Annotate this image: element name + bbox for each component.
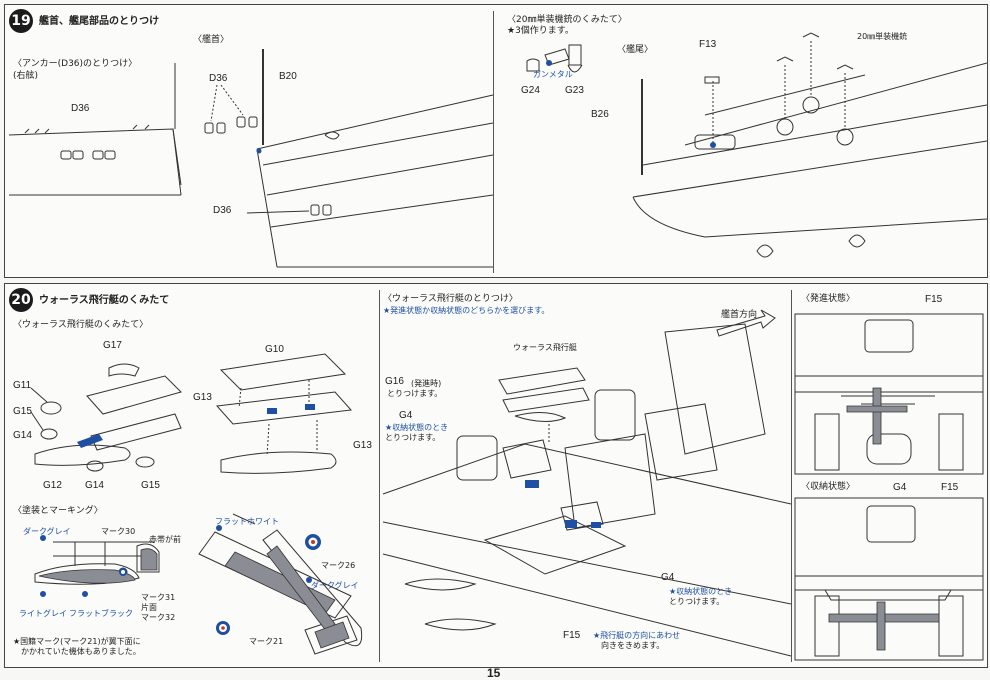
label-g23: G23 (565, 85, 584, 96)
walrus-side-view-icon (34, 541, 160, 585)
label-g13-b: G13 (353, 440, 372, 451)
bow-heading: 〈艦首〉 (193, 35, 230, 45)
launch-heading: 〈発進状態〉 (801, 294, 856, 304)
panel-divider (379, 290, 380, 662)
paint-mark32: マーク32 (141, 613, 176, 622)
label-g24: G24 (521, 85, 540, 96)
step20-illustration (30, 309, 984, 661)
label-g16: G16 (385, 376, 404, 387)
mount-heading: 〈ウォーラス飛行艇のとりつけ〉 (383, 294, 518, 304)
aa-gun-label: 20㎜単装機銃 (857, 32, 908, 41)
label-g10: G10 (265, 344, 284, 355)
assembly-heading: 〈ウォーラス飛行艇のくみたて〉 (13, 320, 149, 330)
g4-a-note: ★収納状態のとき (385, 423, 449, 432)
hull-side-deck (8, 128, 182, 186)
step19-title: 艦首、艦尾部品のとりつけ (39, 16, 160, 27)
f15-note: ★飛行艇の方向にあわせ (593, 631, 681, 640)
paint-red-prop: 赤帯が前 (149, 535, 181, 544)
propeller-icon (756, 234, 866, 258)
stow-state-diagram (794, 497, 984, 661)
g16-note: (発進時) (411, 379, 442, 388)
paint-flat-black: フラットブラック (69, 609, 133, 618)
label-g4-a: G4 (399, 410, 413, 421)
gunmetal-label: ガンメタル (533, 70, 573, 79)
anchor-heading: 〈アンカー(D36)のとりつけ〉 (13, 59, 138, 69)
guns-sub: ★3個作ります。 (507, 26, 574, 36)
g16-note2: とりつけます。 (387, 389, 443, 398)
bow-direction-arrow (716, 309, 776, 337)
label-f13: F13 (699, 39, 717, 50)
paint-dark-gray-a: ダークグレイ (23, 527, 71, 536)
label-g15-a: G15 (13, 406, 32, 417)
paint-mark31: マーク31 (141, 593, 176, 602)
label-d36-a: D36 (71, 103, 90, 114)
label-b20: B20 (279, 71, 297, 82)
paint-flat-white: フラットホワイト (215, 517, 279, 526)
anchor-sub: (右舷) (13, 71, 39, 81)
paint-mark30: マーク30 (101, 527, 136, 536)
walrus-on-ship-icon (498, 367, 590, 444)
label-d36-c: D36 (213, 205, 232, 216)
label-g13-a: G13 (193, 392, 212, 403)
g4-a-note2: とりつけます。 (385, 433, 441, 442)
label-g14-b: G14 (85, 480, 104, 491)
f15-note2: 向きをきめます。 (601, 641, 665, 650)
label-d36-b: D36 (209, 73, 228, 84)
walrus-exploded-icon (30, 363, 182, 472)
label-f15: F15 (563, 630, 581, 641)
launch-f15: F15 (925, 294, 943, 305)
paint-light-gray: ライトグレイ (19, 609, 67, 618)
label-g12: G12 (43, 480, 62, 491)
step-number-20: 20 (9, 288, 33, 312)
label-g11: G11 (13, 380, 32, 391)
stow-f15: F15 (941, 482, 959, 493)
step20-panel: 20 ウォーラス飛行艇のくみたて 〈ウォーラス飛行艇のくみたて〉 G17 G11… (4, 283, 988, 668)
note-line1: ★国籍マーク(マーク21)が翼下面に (13, 637, 141, 646)
aa-gun-icon (776, 32, 854, 146)
label-b26: B26 (591, 109, 609, 120)
step20-title: ウォーラス飛行艇のくみたて (39, 295, 170, 306)
bow-direction-label: 艦首方向 (721, 310, 758, 320)
label-g4-b: G4 (661, 572, 675, 583)
stow-g4: G4 (893, 482, 907, 493)
anchor-parts-icon (204, 116, 332, 216)
step-number-19: 19 (9, 9, 33, 33)
g4-b-note2: とりつけます。 (669, 597, 725, 606)
stern-heading: 〈艦尾〉 (617, 45, 654, 55)
walrus-assembled-icon (215, 353, 353, 474)
walrus-label: ウォーラス飛行艇 (513, 343, 577, 352)
roundel-icon (119, 534, 321, 635)
guns-heading: 〈20㎜単装機銃のくみたて〉 (507, 15, 627, 25)
painting-heading: 〈塗装とマーキング〉 (13, 506, 103, 516)
launch-state-diagram (794, 313, 984, 475)
paint-mark26: マーク26 (321, 561, 356, 570)
label-g17: G17 (103, 340, 122, 351)
note-line2: かかれていた機体もありました。 (21, 647, 141, 656)
label-g15-b: G15 (141, 480, 160, 491)
paint-mark21: マーク21 (249, 637, 284, 646)
panel-divider (493, 11, 494, 273)
stow-heading: 〈収納状態〉 (801, 482, 856, 492)
page-number: 15 (487, 666, 501, 680)
step19-illustration (8, 32, 987, 268)
step19-panel: 19 艦首、艦尾部品のとりつけ 〈アンカー(D36)のとりつけ〉 (右舷) 〈艦… (4, 4, 988, 278)
g4-b-note: ★収納状態のとき (669, 587, 733, 596)
mount-sub: ★発進状態か収納状態のどちらかを選びます。 (383, 306, 550, 315)
paint-dark-gray-b: ダークグレイ (311, 581, 359, 590)
anchor-icon (60, 150, 116, 160)
ship-superstructure-icon (382, 323, 792, 657)
paint-one-side: 片面 (141, 603, 157, 612)
panel-divider (791, 290, 792, 662)
label-g14-a: G14 (13, 430, 32, 441)
